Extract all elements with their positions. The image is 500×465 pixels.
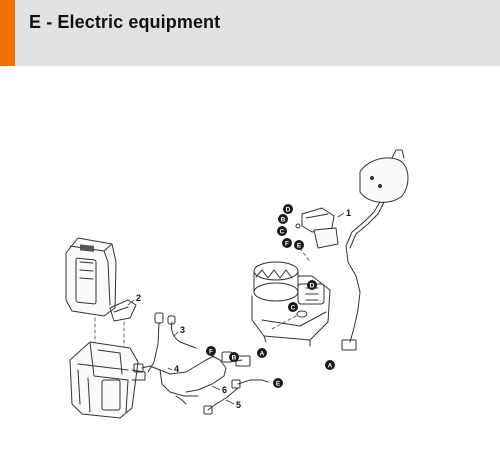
part-number-2: 2 (136, 293, 141, 303)
svg-text:C: C (280, 229, 285, 236)
marker-badge-f-harness: F (206, 346, 216, 356)
wire-harness-5-drawing (175, 379, 269, 415)
svg-text:A: A (328, 363, 333, 370)
marker-badge-c-module: C (277, 226, 287, 236)
svg-text:F: F (209, 349, 213, 356)
part-number-5: 5 (236, 400, 241, 410)
diagram-svg: 1 2 3 4 5 6 A A B B C C (65, 149, 409, 419)
marker-badge-a-harness: A (257, 348, 267, 358)
part-number-6: 6 (222, 385, 227, 395)
marker-badge-b-harness: B (229, 352, 239, 362)
header-accent-bar (0, 0, 15, 66)
marker-badge-c-motor: C (288, 302, 298, 312)
marker-badge-d-module: D (283, 204, 293, 214)
contact-plate-drawing (109, 299, 137, 322)
marker-badge-d-motor: D (307, 280, 317, 290)
exploded-parts-diagram: 1 2 3 4 5 6 A A B B C C (0, 66, 500, 460)
control-module-drawing (295, 207, 339, 249)
svg-text:C: C (291, 305, 296, 312)
part-number-4: 4 (174, 364, 179, 374)
wire-harness-3-drawing (147, 312, 197, 373)
battery-pack-drawing (65, 237, 117, 317)
marker-badge-e-module: E (294, 240, 304, 250)
svg-text:E: E (297, 243, 302, 250)
marker-badge-a-cable: A (325, 360, 335, 370)
marker-badge-e-harness: E (273, 378, 283, 388)
svg-text:D: D (286, 207, 291, 214)
marker-badge-b-module: B (278, 214, 288, 224)
svg-text:F: F (285, 241, 289, 248)
page-header: E - Electric equipment (0, 0, 500, 66)
part-number-3: 3 (180, 325, 185, 335)
marker-badge-f-module: F (282, 238, 292, 248)
svg-text:A: A (260, 351, 265, 358)
part-number-1: 1 (346, 208, 351, 218)
housing-drawing (69, 341, 146, 419)
leader-lines (127, 212, 345, 405)
svg-text:B: B (232, 355, 237, 362)
wire-harness-4-drawing (133, 355, 215, 397)
svg-text:D: D (310, 283, 315, 290)
svg-text:E: E (276, 381, 281, 388)
motor-head-unit-drawing (341, 149, 409, 351)
svg-text:B: B (281, 217, 286, 224)
page-title: E - Electric equipment (29, 12, 221, 32)
